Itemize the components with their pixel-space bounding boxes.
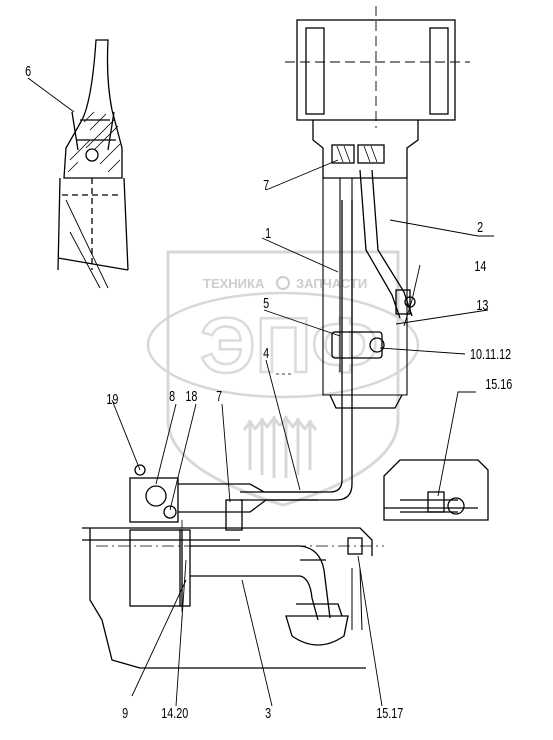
callout-2: 2 [477, 218, 483, 235]
callout-18: 18 [185, 387, 197, 404]
lower-mechanism [82, 464, 384, 669]
callout-1: 1 [265, 224, 271, 241]
callout-10-11-12: 10.11.12 [470, 345, 511, 362]
callout-5: 5 [263, 294, 269, 311]
callout-3: 3 [265, 704, 271, 721]
callout-4: 4 [263, 344, 269, 361]
watermark-text-left: ТЕХНИКА [203, 276, 265, 291]
callout-7-bottom: 7 [216, 387, 222, 404]
callout-13: 13 [476, 296, 488, 313]
watermark-ellipse [146, 291, 420, 399]
detail-15-16 [383, 459, 489, 521]
leader-lines [27, 77, 494, 707]
gear-icon [276, 276, 290, 290]
callout-15-17: 15.17 [376, 704, 403, 721]
callout-6: 6 [25, 62, 31, 79]
callout-15-16: 15.16 [485, 375, 512, 392]
callout-9: 9 [122, 704, 128, 721]
callout-8: 8 [169, 387, 175, 404]
callout-14-top: 14 [474, 257, 486, 274]
callout-labels: 6 7 1 2 14 5 13 10.11.12 4 15.16 19 8 18… [25, 62, 512, 721]
linkage-rods [240, 169, 416, 501]
wheat-icon [242, 415, 318, 478]
callout-19: 19 [106, 390, 118, 407]
watermark-shield [166, 250, 400, 507]
callout-14-20: 14.20 [161, 704, 188, 721]
watermark-logo: ЭПФ [200, 301, 378, 389]
callout-7-top: 7 [263, 176, 269, 193]
watermark-text-right: ЗАПЧАСТИ [296, 276, 367, 291]
detail-view [57, 39, 129, 289]
watermark: ТЕХНИКА ЗАПЧАСТИ ЭПФ [146, 250, 420, 507]
